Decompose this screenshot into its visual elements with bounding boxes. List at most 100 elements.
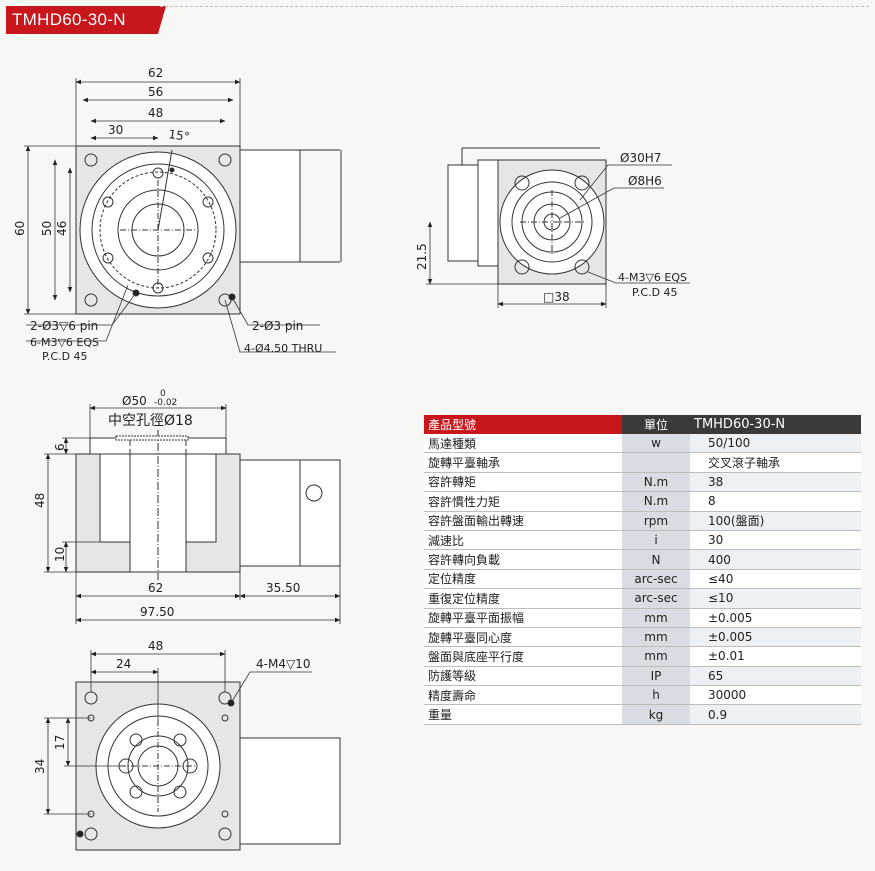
- spec-unit-cell: kg: [622, 704, 690, 725]
- spec-unit-cell: N.m: [622, 491, 690, 512]
- spec-value-cell: ±0.005: [690, 608, 861, 628]
- spec-name-cell: 旋轉平臺軸承: [424, 452, 622, 473]
- spec-value-cell: 400: [690, 549, 861, 570]
- spec-unit-cell: mm: [622, 608, 690, 628]
- dim-front-15deg: 15°: [168, 127, 191, 144]
- dim-side-62: 62: [148, 581, 163, 595]
- dim-right-square-38: □38: [543, 290, 570, 304]
- spec-value-cell: 30: [690, 530, 861, 551]
- table-row: 旋轉平臺軸承 交叉滾子軸承: [424, 452, 861, 473]
- spec-name-cell: 精度壽命: [424, 685, 622, 706]
- dim-front-30: 30: [108, 123, 123, 137]
- spec-unit-cell: [622, 452, 690, 473]
- callout-bore-h6: Ø8H6: [628, 174, 662, 188]
- dim-side-97-50: 97.50: [140, 605, 174, 619]
- spec-value-cell: 30000: [690, 685, 861, 706]
- header-divider: [160, 6, 869, 7]
- spec-value-cell: ±0.005: [690, 627, 861, 648]
- callout-pin-right: 2-Ø3 pin: [252, 319, 303, 333]
- spec-value-cell: 38: [690, 472, 861, 493]
- dim-side-6: 6: [53, 443, 67, 451]
- model-title-tag: TMHD60-30-N: [6, 6, 166, 34]
- spec-name-cell: 盤面與底座平行度: [424, 646, 622, 667]
- spec-unit-cell: h: [622, 685, 690, 706]
- callout-thru: 4-Ø4.50 THRU: [244, 342, 322, 355]
- spec-unit-cell: mm: [622, 646, 690, 667]
- callout-pcd-left: P.C.D 45: [42, 350, 88, 363]
- spec-unit-cell: arc-sec: [622, 569, 690, 590]
- dim-side-tol-upper: 0: [160, 389, 166, 399]
- spec-value-cell: 交叉滾子軸承: [690, 452, 861, 473]
- dim-bottom-24: 24: [116, 657, 131, 671]
- bottom-view: [75, 681, 341, 851]
- model-title-text: TMHD60-30-N: [12, 10, 126, 29]
- dim-front-56: 56: [148, 85, 163, 99]
- spec-unit-cell: N.m: [622, 472, 690, 493]
- dim-side-diameter-50: Ø50: [122, 394, 147, 408]
- header-model: 產品型號: [424, 415, 622, 434]
- dim-right-21-5: 21.5: [415, 243, 429, 270]
- spec-unit-cell: rpm: [622, 511, 690, 531]
- right-view: [447, 147, 607, 285]
- callout-bore-h7: Ø30H7: [620, 151, 661, 165]
- callout-eqs-left: 6-M3▽6 EQS: [30, 336, 99, 349]
- dim-side-48: 48: [33, 493, 47, 508]
- spec-name-cell: 容許盤面輸出轉速: [424, 511, 622, 531]
- side-dimensions: [44, 404, 341, 624]
- header-unit: 單位: [622, 415, 690, 434]
- spec-unit-cell: N: [622, 549, 690, 570]
- spec-name-cell: 旋轉平臺平面振幅: [424, 608, 622, 628]
- callout-pcd-right: P.C.D 45: [632, 286, 678, 299]
- dim-front-60: 60: [13, 221, 27, 236]
- spec-value-cell: 50/100: [690, 434, 861, 454]
- dim-front-48: 48: [148, 106, 163, 120]
- spec-unit-cell: w: [622, 434, 690, 454]
- spec-value-cell: 8: [690, 491, 861, 512]
- spec-name-cell: 馬達種類: [424, 434, 622, 454]
- spec-unit-cell: mm: [622, 627, 690, 648]
- dim-bottom-48: 48: [148, 639, 163, 653]
- spec-value-cell: ≤10: [690, 588, 861, 609]
- spec-unit-cell: IP: [622, 666, 690, 687]
- spec-value-cell: 65: [690, 666, 861, 687]
- spec-name-cell: 防護等級: [424, 666, 622, 687]
- spec-value-cell: ≤40: [690, 569, 861, 590]
- bottom-dimensions: [44, 650, 312, 815]
- spec-unit-cell: i: [622, 530, 690, 551]
- header-model-value: TMHD60-30-N: [690, 415, 861, 434]
- front-view: [75, 145, 342, 315]
- right-dimensions: [426, 164, 690, 308]
- dim-side-35-50: 35.50: [266, 581, 300, 595]
- spec-value-cell: ±0.01: [690, 646, 861, 667]
- label-hollow-bore: 中空孔徑Ø18: [108, 413, 193, 429]
- dim-side-tol-lower: -0.02: [154, 398, 177, 408]
- spec-name-cell: 重復定位精度: [424, 588, 622, 609]
- dim-front-50: 50: [40, 221, 54, 236]
- spec-unit-cell: arc-sec: [622, 588, 690, 609]
- dim-bottom-34: 34: [33, 759, 47, 774]
- dim-front-62: 62: [148, 66, 163, 80]
- dim-bottom-17: 17: [53, 735, 67, 750]
- callout-pin-left: 2-Ø3▽6 pin: [30, 319, 98, 333]
- spec-table-header: 產品型號 單位 TMHD60-30-N: [424, 415, 861, 434]
- dim-front-46: 46: [55, 221, 69, 236]
- spec-value-cell: 100(盤面): [690, 511, 861, 531]
- spec-name-cell: 容許慣性力矩: [424, 491, 622, 512]
- spec-name-cell: 旋轉平臺同心度: [424, 627, 622, 648]
